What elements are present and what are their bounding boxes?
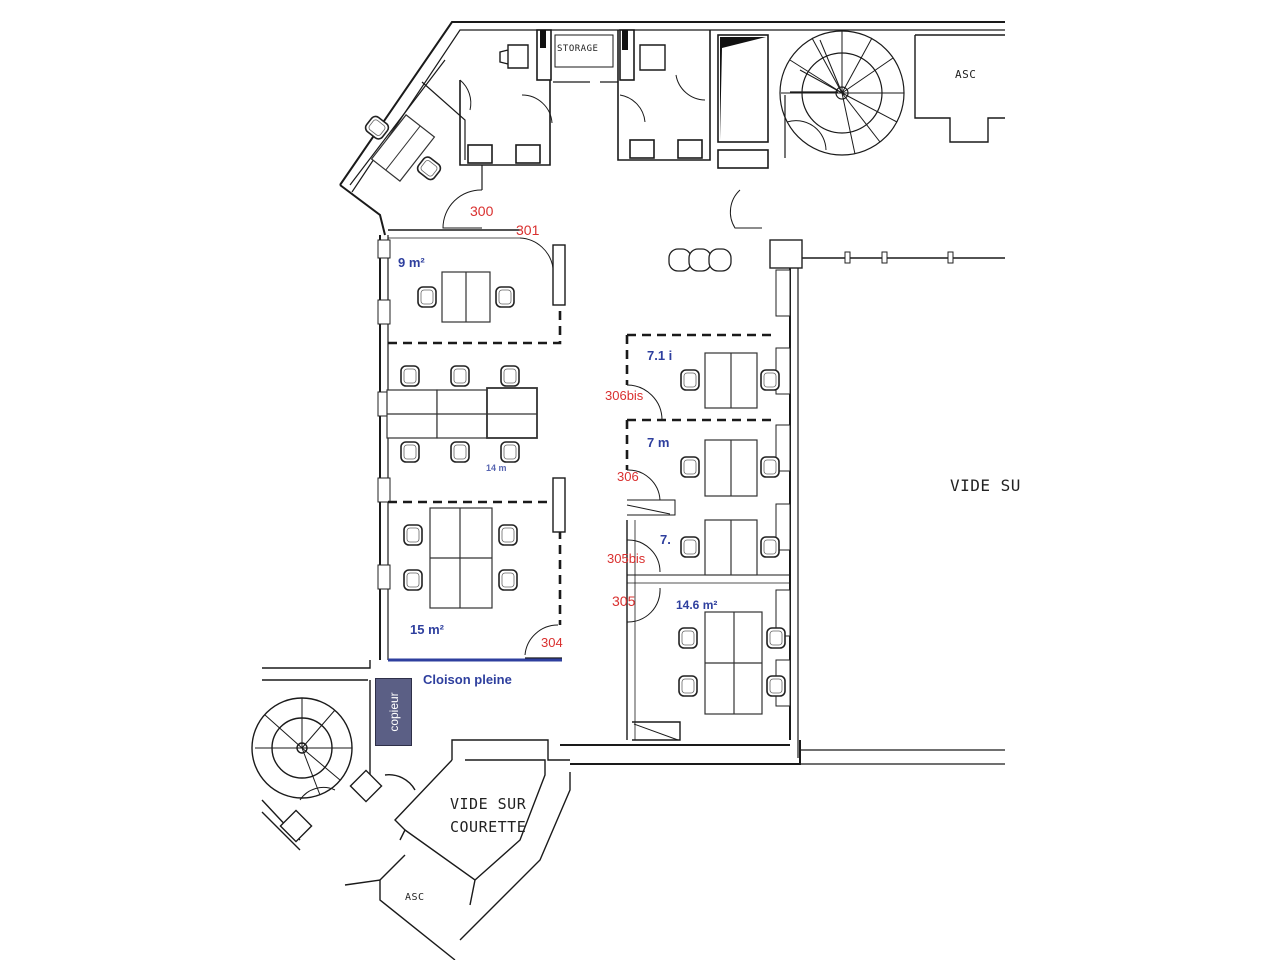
stair-bottom-door [299, 786, 336, 801]
void-right-label: VIDE SU [950, 476, 1021, 495]
inner-walls [519, 237, 790, 741]
area-label-room-302: 14 m [486, 463, 507, 473]
cloison-pleine-label: Cloison pleine [423, 672, 512, 687]
area-label-room-301: 9 m² [398, 255, 425, 270]
room-number-305: 305 [612, 593, 636, 609]
elevator-top-label: ASC [955, 68, 977, 81]
desks [386, 271, 786, 715]
storage-label: STORAGE [557, 44, 599, 54]
service-block [349, 29, 769, 239]
room-number-301: 301 [516, 222, 540, 238]
area-label-room-305bis: 7. [660, 532, 671, 547]
room-number-300: 300 [470, 203, 494, 219]
area-label-room-305: 14.6 m² [676, 598, 718, 612]
area-label-room-306: 7 m [647, 435, 670, 450]
area-label-room-306bis: 7.1 i [647, 348, 673, 363]
copier: copieur [375, 678, 412, 746]
sofa [668, 248, 732, 272]
elevator-top [914, 34, 1005, 143]
room-number-305bis: 305bis [607, 551, 646, 566]
spiral-stair-top [779, 30, 905, 158]
void-courette-label-1: VIDE SUR [450, 795, 527, 813]
room-number-306: 306 [617, 469, 639, 484]
room-number-306bis: 306bis [605, 388, 644, 403]
bottom-left-block [251, 660, 571, 960]
room-number-304: 304 [541, 635, 563, 650]
copier-label: copieur [386, 692, 401, 732]
partitions [388, 310, 775, 625]
area-label-room-304: 15 m² [410, 622, 444, 637]
elevator-bottom-label: ASC [405, 892, 425, 903]
angled-desk [362, 113, 444, 183]
void-courette-label-2: COURETTE [450, 818, 527, 836]
